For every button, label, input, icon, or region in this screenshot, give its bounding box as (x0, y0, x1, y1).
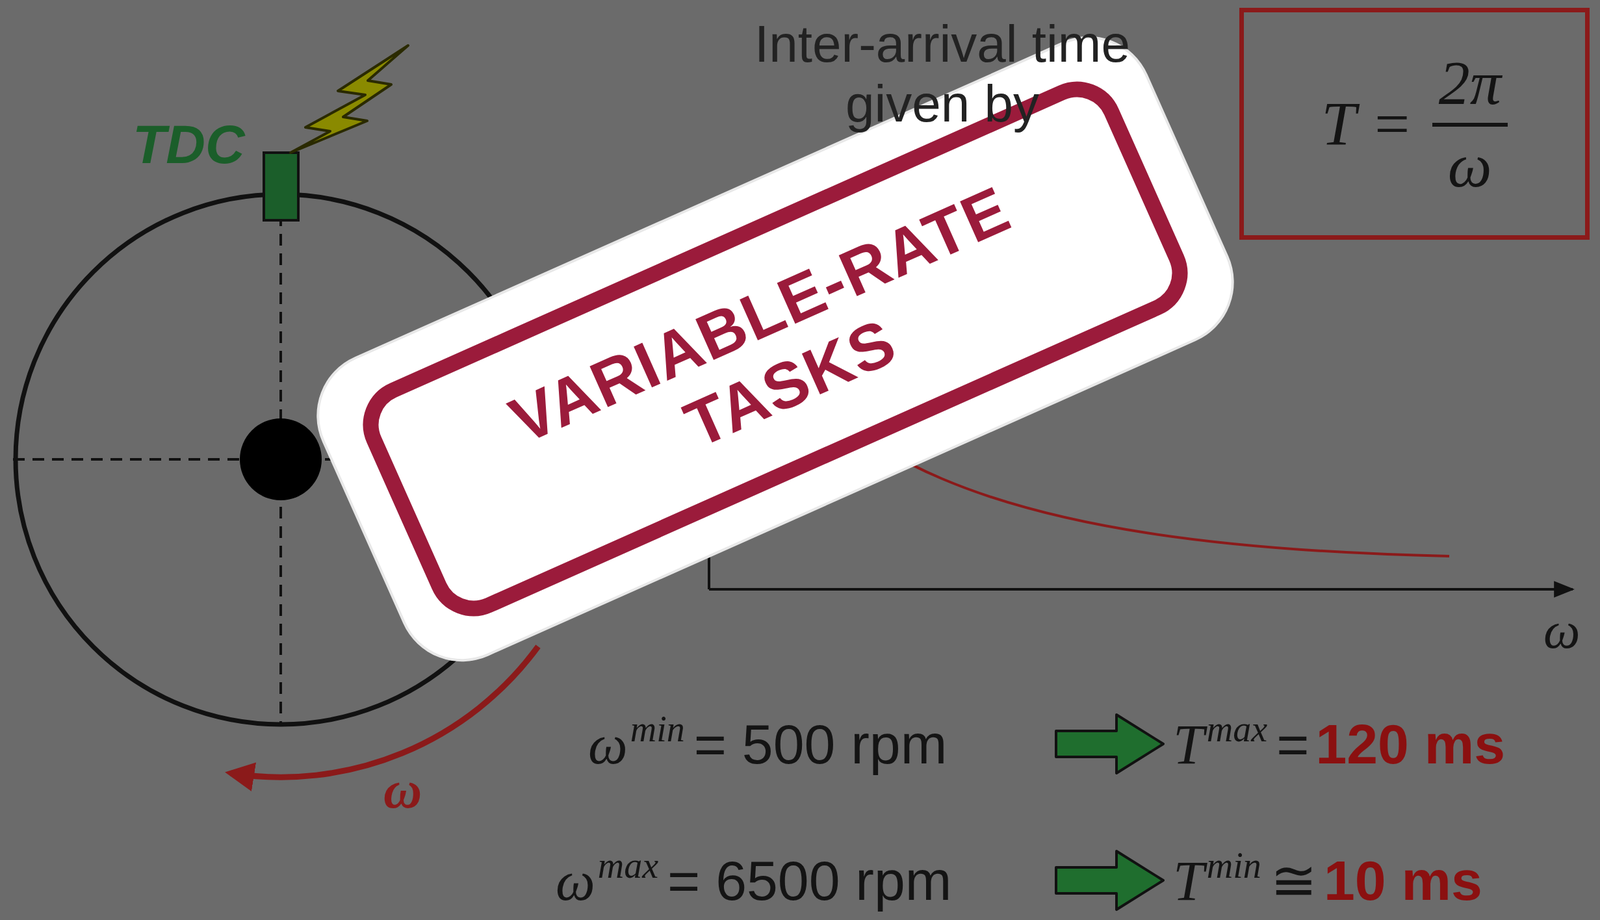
formula-box: T = 2πω (1239, 7, 1590, 240)
denominator: ω (1447, 126, 1493, 202)
superscript: min (1206, 847, 1262, 884)
equation-row: Tmin≅10 ms (1173, 852, 1483, 910)
superscript: max (597, 847, 659, 884)
hub (239, 418, 322, 501)
value-text: = 6500 rpm (667, 852, 952, 909)
result-value: 120 ms (1315, 716, 1506, 773)
equation-row: Tmax=120 ms (1173, 716, 1506, 773)
value-text: = 500 rpm (694, 716, 948, 773)
omega-label: ω (383, 763, 422, 817)
implies-arrow (1056, 851, 1164, 910)
implies-arrow (1056, 714, 1164, 774)
numerator: 2π (1432, 46, 1508, 127)
approx-sign: ≅ (1270, 852, 1318, 909)
lightning-symbol (290, 45, 409, 153)
note-text: Inter-arrival time given by (688, 14, 1196, 134)
variable-symbol: T (1173, 716, 1205, 773)
tdc-marker (263, 152, 299, 221)
fraction: 2πω (1432, 46, 1508, 202)
superscript: min (630, 710, 685, 748)
variable-symbol: ω (555, 853, 596, 910)
superscript: max (1206, 710, 1268, 748)
result-value: 10 ms (1323, 852, 1483, 909)
axis-label: ω (1543, 604, 1580, 657)
stamp-label: VARIABLE-RATE TASKS (299, 18, 1252, 679)
equation-row: ωmin= 500 rpm (588, 716, 947, 773)
equals-sign: = (1276, 716, 1309, 773)
variable-symbol: T (1173, 853, 1205, 910)
x-axis (709, 588, 1573, 591)
tdc-label: TDC (132, 116, 246, 172)
variable-symbol: ω (588, 716, 628, 773)
stamp-text: VARIABLE-RATE TASKS (477, 161, 1073, 537)
rotation-arrow (230, 646, 539, 778)
formula-lhs: T = (1321, 87, 1413, 160)
equation-row: ωmax= 6500 rpm (555, 852, 952, 910)
